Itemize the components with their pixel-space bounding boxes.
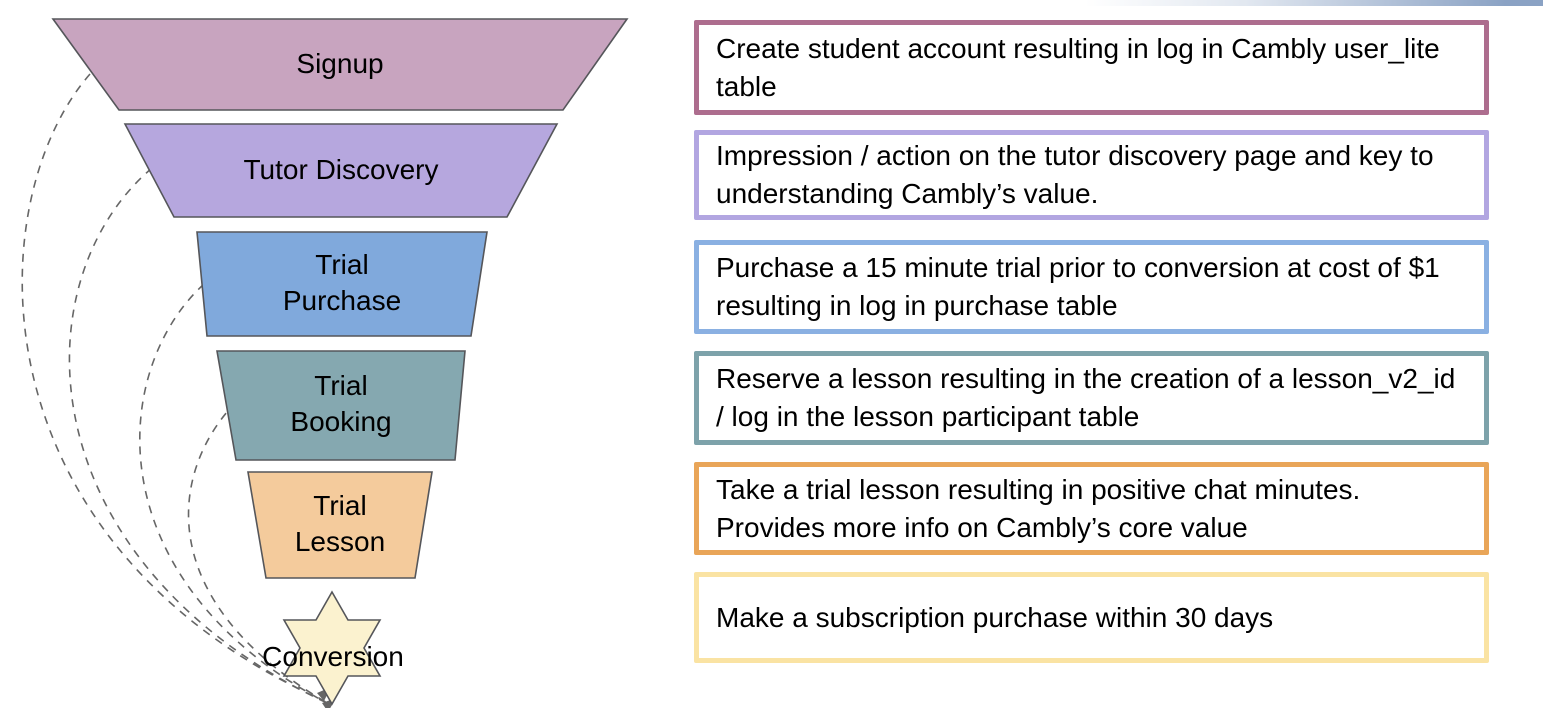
funnel-stage-tutor-discovery	[123, 123, 559, 218]
connector-signup-to-conversion	[21, 73, 323, 701]
connector-trial-purchase-to-conversion	[139, 283, 328, 704]
top-right-decor-bar	[1085, 0, 1543, 6]
description-text: Take a trial lesson resulting in positiv…	[716, 473, 1361, 543]
stage-label-tutor-discovery: Tutor Discovery	[243, 154, 439, 185]
funnel-stage-signup	[51, 18, 629, 111]
connector-tutor-discovery-to-conversion	[68, 167, 326, 703]
description-box-tutor-discovery: Impression / action on the tutor discove…	[694, 130, 1489, 220]
stage-label-trial-booking: Trial Booking	[290, 370, 392, 437]
connector-curves	[21, 73, 330, 705]
funnel-stage-trial-purchase	[196, 231, 488, 337]
stage-label-signup: Signup	[296, 48, 384, 79]
funnel-stage-trial-booking	[216, 350, 466, 461]
description-text: Create student account resulting in log …	[716, 32, 1440, 102]
stage-label-trial-purchase: Trial Purchase	[282, 249, 402, 316]
description-box-signup: Create student account resulting in log …	[694, 20, 1489, 115]
conversion-star	[282, 590, 382, 706]
description-box-trial-purchase: Purchase a 15 minute trial prior to conv…	[694, 240, 1489, 334]
description-text: Reserve a lesson resulting in the creati…	[716, 363, 1456, 432]
description-box-conversion: Make a subscription purchase within 30 d…	[694, 572, 1489, 663]
description-text: Make a subscription purchase within 30 d…	[716, 601, 1274, 633]
funnel-stages	[51, 18, 629, 706]
description-text: Purchase a 15 minute trial prior to conv…	[716, 252, 1440, 321]
stage-label-trial-lesson: Trial Lesson	[294, 490, 386, 557]
description-box-trial-lesson: Take a trial lesson resulting in positiv…	[694, 462, 1489, 555]
stage-label-conversion: Conversion	[262, 641, 404, 672]
connector-trial-booking-to-conversion	[187, 401, 330, 705]
description-box-trial-booking: Reserve a lesson resulting in the creati…	[694, 351, 1489, 445]
description-text: Impression / action on the tutor discove…	[716, 140, 1434, 209]
funnel-stage-trial-lesson	[247, 471, 433, 579]
